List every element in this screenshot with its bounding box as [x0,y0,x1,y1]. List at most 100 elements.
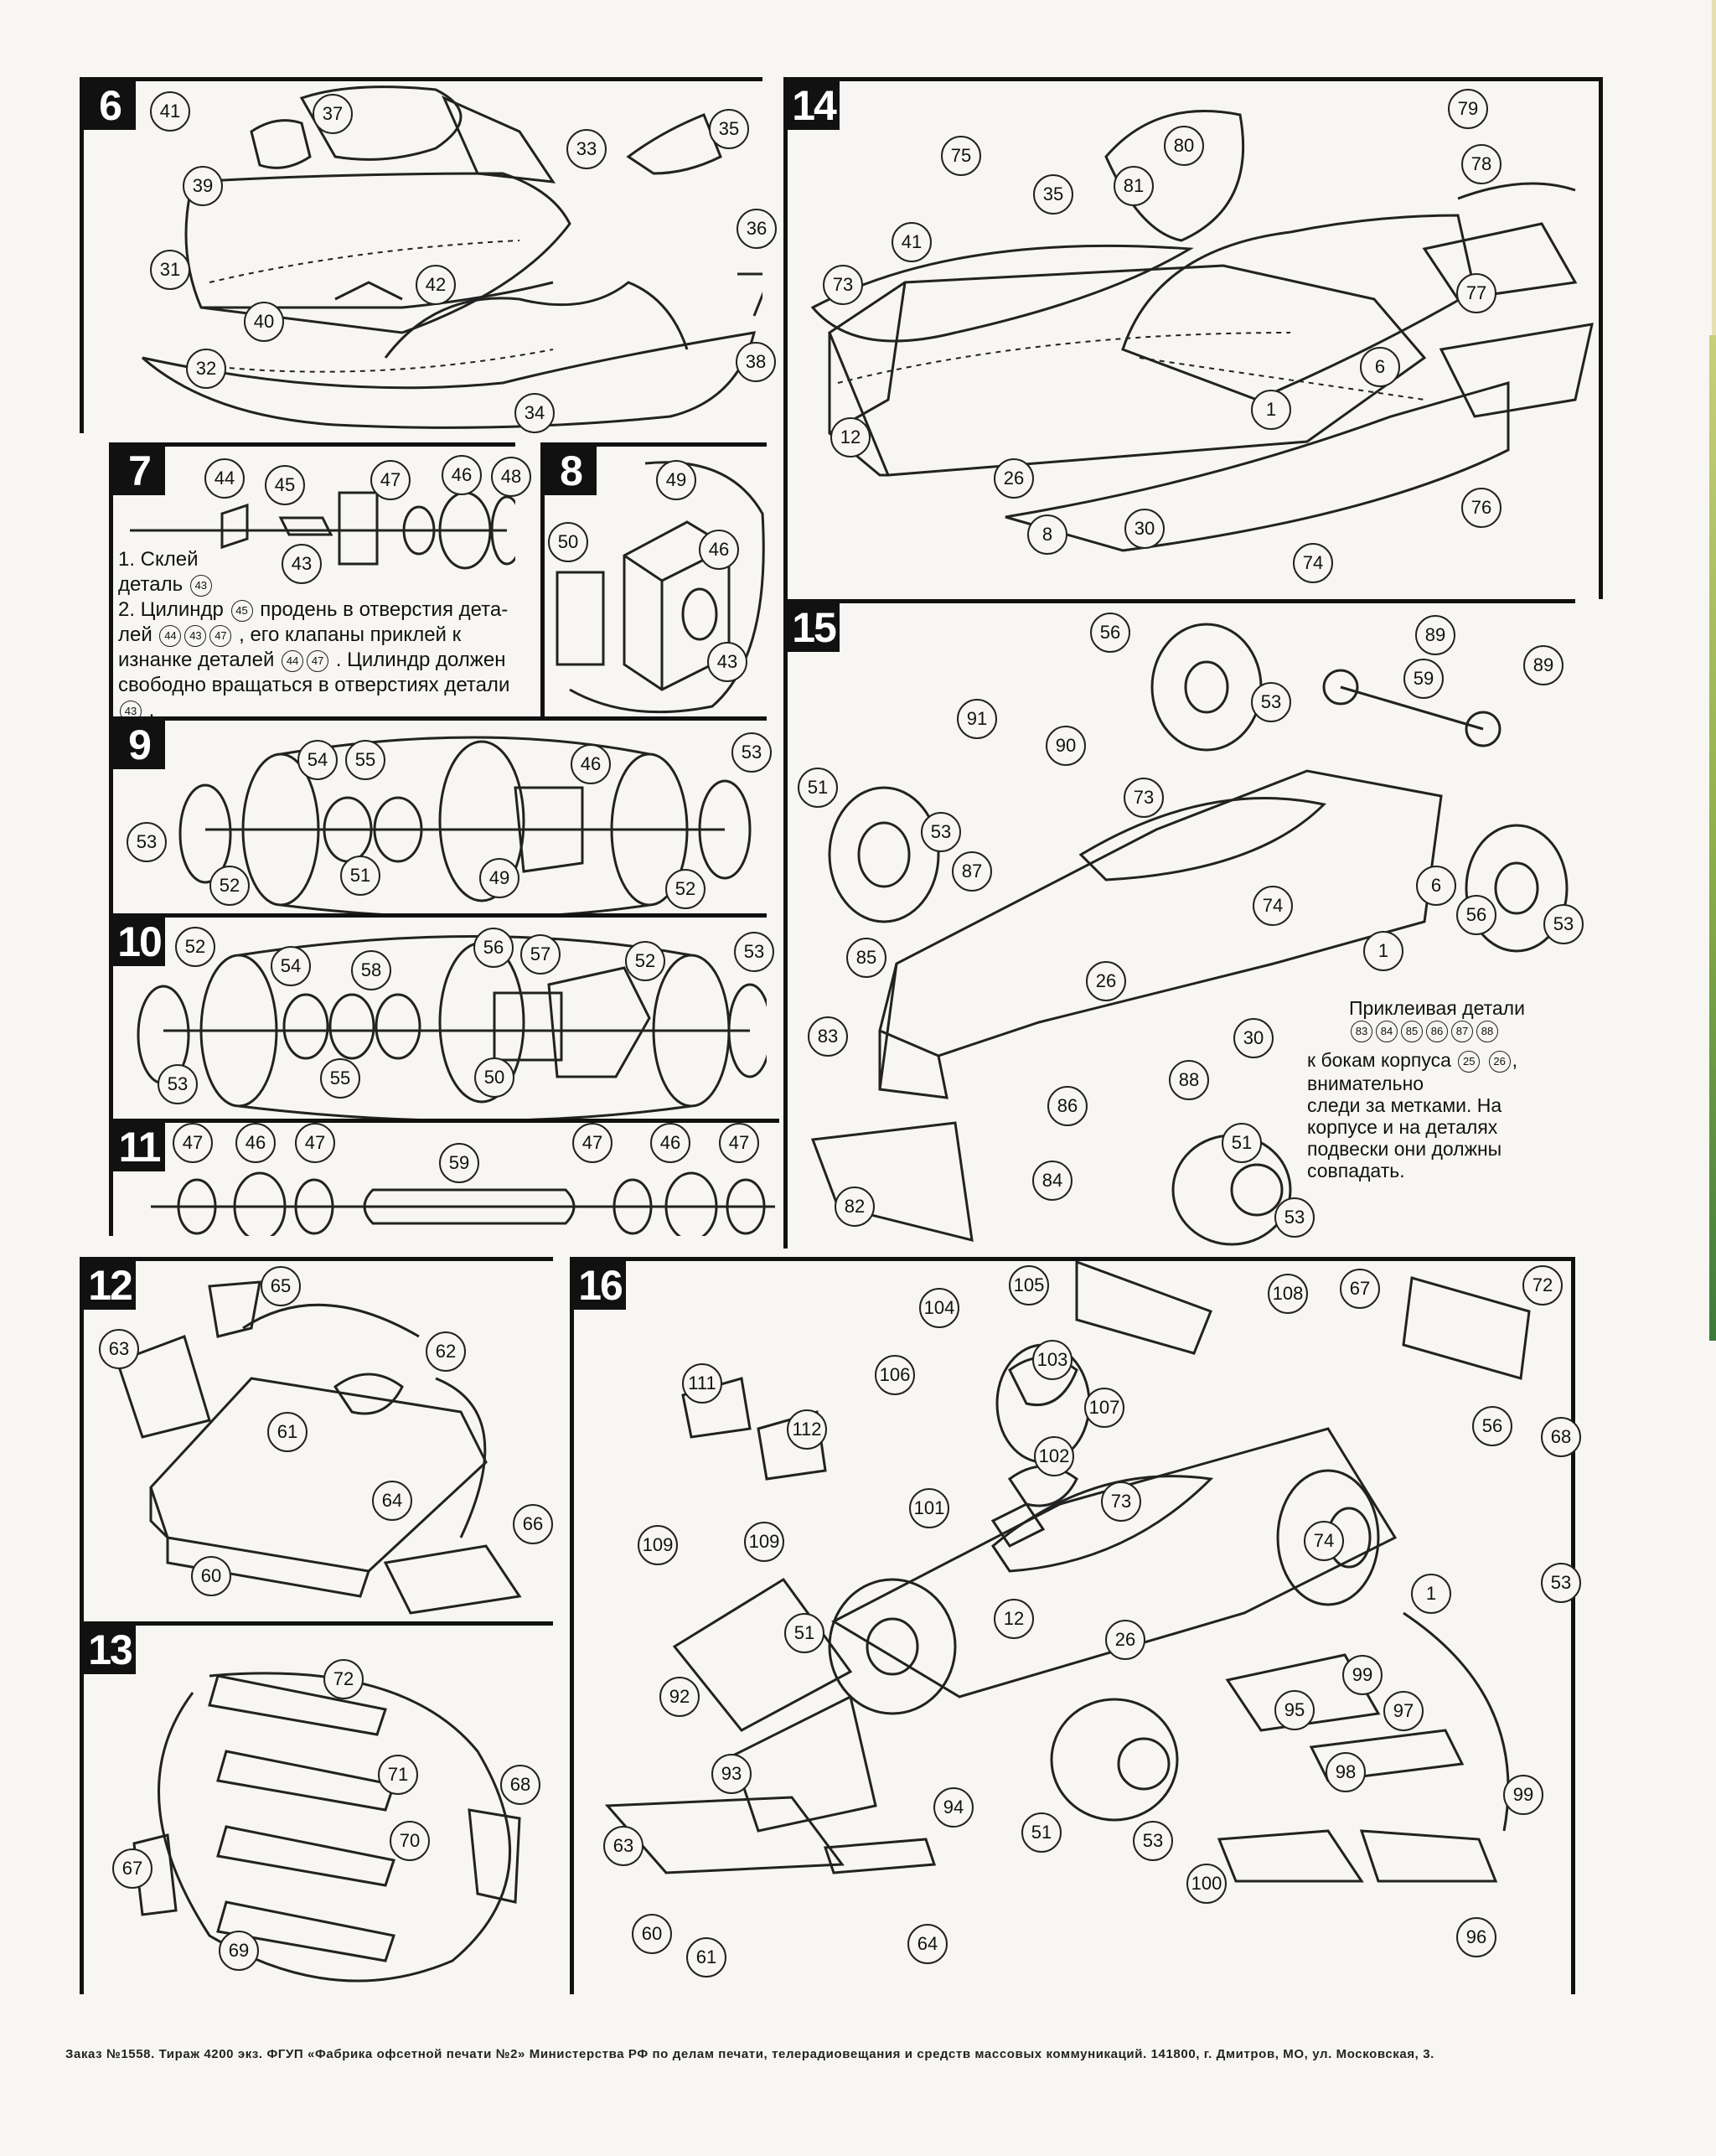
part-callout: 89 [1523,645,1564,685]
part-callout: 50 [548,522,588,562]
part-callout: 61 [267,1412,308,1452]
part-callout: 46 [571,744,611,784]
part-callout: 59 [1403,659,1444,699]
part-callout: 41 [892,222,932,262]
step-number: 11 [113,1123,165,1171]
instr-text: . Цилиндр должен [335,649,506,671]
part-ref: 25 [1458,1050,1481,1073]
part-callout: 56 [473,928,514,968]
part-callout: 73 [823,265,863,305]
instr-text: 2. Цилиндр [118,598,224,621]
part-ref: 26 [1488,1050,1511,1073]
instr-line: подвески они должны [1307,1137,1502,1160]
part-callout: 98 [1326,1752,1366,1792]
part-callout: 106 [875,1355,915,1395]
step-number: 8 [545,447,597,495]
step-number: 16 [574,1261,626,1310]
part-callout: 45 [265,465,305,505]
part-callout: 93 [711,1754,752,1794]
part-callout: 53 [1543,904,1584,944]
part-callout: 12 [830,417,871,458]
part-callout: 104 [919,1288,959,1328]
part-callout: 60 [632,1914,672,1954]
part-callout: 53 [1274,1197,1315,1238]
part-callout: 47 [295,1123,335,1163]
part-callout: 67 [1340,1269,1380,1309]
instr-line: Приклеивая детали [1349,997,1525,1019]
part-ref: 88 [1476,1020,1498,1042]
step-number: 10 [113,918,165,966]
instr-line: деталь 43 [118,572,512,597]
part-callout: 51 [1222,1123,1262,1163]
part-callout: 102 [1034,1436,1074,1476]
part-callout: 51 [1021,1812,1062,1853]
instr-text: лей [118,623,152,646]
part-callout: 52 [665,869,706,909]
part-callout: 91 [957,699,997,739]
part-callout: 67 [112,1848,152,1889]
part-callout: 72 [1522,1265,1563,1305]
part-callout: 43 [707,642,747,682]
part-callout: 59 [439,1143,479,1183]
part-callout: 77 [1456,273,1496,313]
part-callout: 49 [479,858,519,898]
part-ref: 44 [159,624,182,647]
part-callout: 47 [719,1123,759,1163]
instr-line: свободно вращаться в отверстиях детали [118,674,510,696]
part-callout: 42 [416,265,456,305]
part-callout: 30 [1233,1018,1274,1058]
page-edge-cover [1709,335,1716,1341]
part-callout: 79 [1448,89,1488,129]
part-ref: 84 [1376,1020,1398,1042]
part-callout: 56 [1472,1406,1512,1446]
instr-line: корпусе и на деталях [1307,1115,1498,1138]
part-callout: 36 [737,209,777,249]
part-callout: 53 [1541,1563,1581,1603]
part-callout: 92 [659,1677,700,1717]
part-callout: 63 [603,1826,644,1866]
part-callout: 87 [952,851,992,892]
part-callout: 12 [994,1599,1034,1639]
part-callout: 101 [909,1488,949,1528]
part-callout: 52 [625,941,665,981]
step-13-panel: 13 [80,1621,553,1994]
part-callout: 111 [682,1363,722,1404]
part-callout: 99 [1342,1655,1383,1695]
part-callout: 46 [442,455,482,495]
instr-line: следи за метками. На [1307,1094,1502,1116]
step-16-drawing [604,1261,1531,1883]
part-ref: 43 [184,624,207,647]
step-number: 12 [84,1261,136,1310]
part-callout: 74 [1253,886,1293,926]
part-callout: 105 [1009,1265,1049,1305]
part-ref: 47 [209,624,232,647]
part-callout: 8 [1027,514,1067,555]
part-callout: 58 [351,950,391,990]
part-callout: 74 [1293,543,1333,583]
step-number: 14 [788,81,840,130]
part-callout: 73 [1101,1481,1141,1522]
instr-line: 1. Склей [118,548,199,571]
part-ref: 45 [230,599,253,622]
part-callout: 57 [520,934,561,975]
part-callout: 88 [1169,1060,1209,1100]
part-callout: 78 [1461,144,1502,184]
part-callout: 1 [1363,931,1403,971]
instr-line: внимательно [1307,1072,1424,1094]
part-callout: 37 [313,94,353,134]
part-callout: 80 [1164,126,1204,166]
part-callout: 1 [1251,390,1291,430]
part-callout: 94 [933,1787,974,1828]
part-callout: 60 [191,1556,231,1596]
part-callout: 40 [244,302,284,342]
part-callout: 46 [650,1123,690,1163]
part-callout: 82 [835,1187,875,1227]
part-callout: 74 [1304,1521,1344,1561]
part-callout: 54 [271,946,311,986]
instr-line: совпадать. [1307,1159,1405,1181]
part-callout: 97 [1383,1691,1424,1731]
part-callout: 109 [638,1525,678,1565]
